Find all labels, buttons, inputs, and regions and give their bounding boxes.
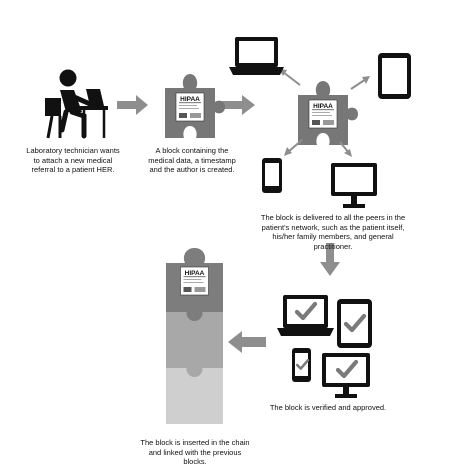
- arrow-icon: [320, 243, 340, 276]
- arrow-icon: [228, 331, 266, 353]
- caption-step-3: The block is delivered to all the peers …: [260, 213, 406, 251]
- arrow-icon: [222, 95, 255, 115]
- hipaa-label: HIPAA: [185, 270, 205, 277]
- caption-step-5: The block is inserted in the chain and l…: [140, 438, 250, 466]
- puzzle-block-icon: [298, 81, 358, 145]
- caption-step-1: Laboratory technician wants to attach a …: [26, 146, 120, 174]
- laptop-icon: [229, 37, 284, 75]
- monitor-icon: [331, 163, 377, 208]
- person-at-laptop-icon: [45, 69, 108, 139]
- phone-icon: [262, 158, 282, 193]
- arrow-icon: [279, 69, 370, 157]
- phone-icon: [292, 348, 311, 382]
- chain-block-bottom: [166, 368, 223, 424]
- caption-step-2: A block containing the medical data, a t…: [148, 146, 236, 174]
- chain-block-middle: [166, 312, 223, 377]
- arrow-icon: [117, 95, 148, 115]
- hipaa-label: HIPAA: [313, 103, 333, 110]
- tablet-icon: [378, 53, 411, 99]
- caption-step-4: The block is verified and approved.: [269, 403, 387, 412]
- tablet-icon: [337, 299, 372, 348]
- hipaa-label: HIPAA: [180, 96, 200, 103]
- puzzle-block-icon: [166, 248, 223, 321]
- puzzle-block-icon: [165, 74, 225, 138]
